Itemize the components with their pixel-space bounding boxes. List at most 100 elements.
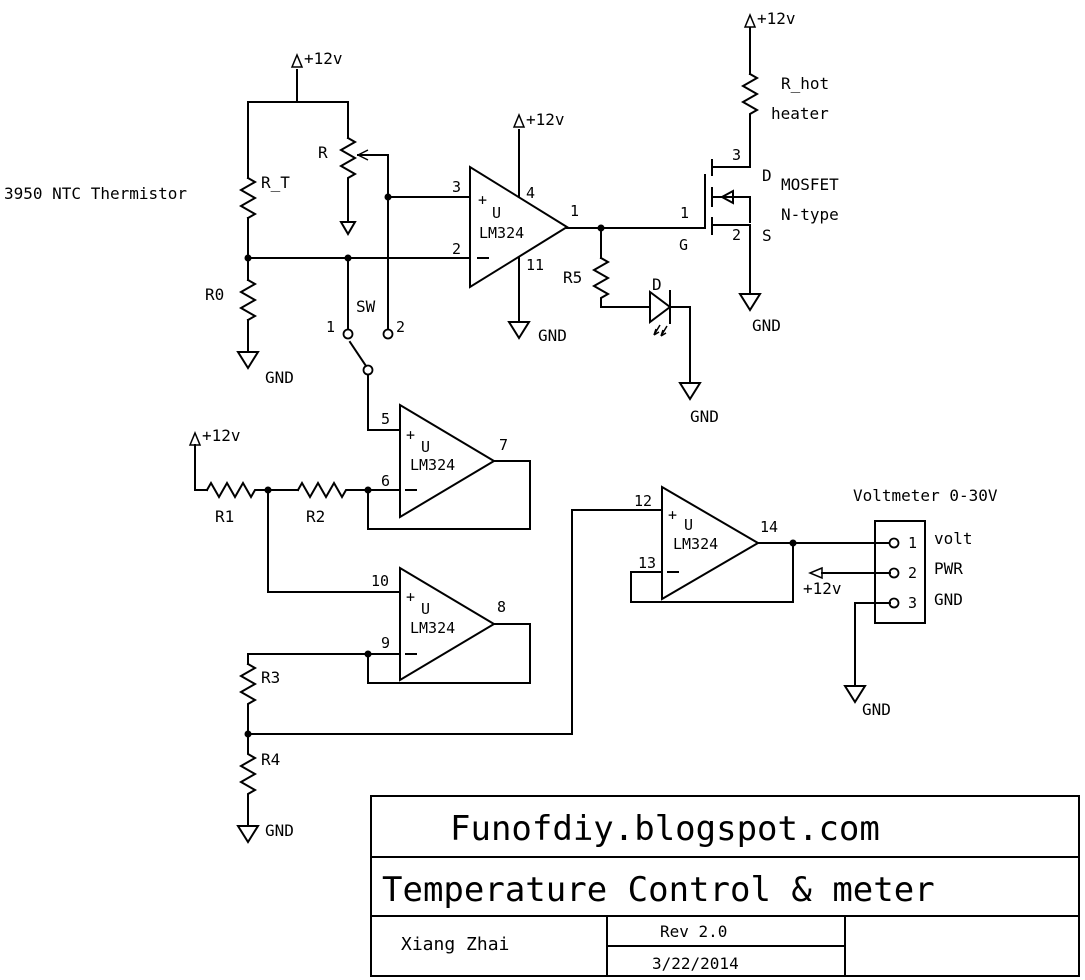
ntype-label: N-type bbox=[781, 205, 839, 224]
drawing-title: Temperature Control & meter bbox=[382, 870, 935, 910]
svg-text:LM324: LM324 bbox=[410, 456, 455, 474]
svg-text:1: 1 bbox=[570, 202, 579, 220]
switch-common bbox=[362, 364, 374, 376]
resistor-r2 bbox=[296, 480, 369, 500]
r4-label: R4 bbox=[261, 750, 280, 769]
r1-label: R1 bbox=[215, 507, 234, 526]
supply-heater: +12v bbox=[743, 9, 796, 75]
r5-label: R5 bbox=[563, 268, 582, 287]
ground-r4 bbox=[236, 825, 260, 844]
svg-text:3: 3 bbox=[908, 594, 917, 612]
svg-text:10: 10 bbox=[371, 572, 389, 590]
svg-text:9: 9 bbox=[381, 634, 390, 652]
svg-text:+: + bbox=[406, 426, 415, 444]
svg-text:LM324: LM324 bbox=[673, 535, 718, 553]
r3-label: R3 bbox=[261, 668, 280, 687]
svg-text:2: 2 bbox=[908, 564, 917, 582]
supply-label: +12v bbox=[757, 9, 796, 28]
potentiometer-r bbox=[338, 136, 358, 223]
supply-r1: +12v bbox=[188, 426, 241, 446]
svg-text:11: 11 bbox=[526, 256, 544, 274]
voltmeter-connector: 1 2 3 volt PWR GND bbox=[874, 520, 973, 624]
svg-text:U: U bbox=[684, 516, 693, 534]
svg-text:LM324: LM324 bbox=[479, 224, 524, 242]
ground-label: GND bbox=[862, 700, 891, 719]
opamp-buffer-c: + U LM324 12 13 14 bbox=[634, 485, 778, 601]
svg-text:1: 1 bbox=[908, 534, 917, 552]
rt-label: R_T bbox=[261, 173, 290, 192]
gate-label: G bbox=[679, 236, 688, 254]
svg-text:3: 3 bbox=[452, 178, 461, 196]
svg-text:GND: GND bbox=[934, 590, 963, 609]
supply-label: +12v bbox=[526, 110, 565, 129]
ground-mosfet bbox=[738, 293, 762, 312]
sw-label: SW bbox=[356, 297, 376, 316]
opamp-buffer-a: + U LM324 5 6 7 bbox=[381, 403, 508, 519]
ground-label: GND bbox=[752, 316, 781, 335]
r0-label: R0 bbox=[205, 285, 224, 304]
svg-text:volt: volt bbox=[934, 529, 973, 548]
switch-lever bbox=[348, 340, 368, 368]
site-name: Funofdiy.blogspot.com bbox=[450, 809, 880, 849]
supply-label: +12v bbox=[202, 426, 241, 445]
thermistor-rt bbox=[238, 176, 258, 220]
supply-label: +12v bbox=[304, 49, 343, 68]
led-label: D bbox=[652, 275, 662, 294]
title-block: Funofdiy.blogspot.com Temperature Contro… bbox=[370, 795, 1080, 977]
svg-text:7: 7 bbox=[499, 436, 508, 454]
svg-text:13: 13 bbox=[638, 554, 656, 572]
ground-label: GND bbox=[690, 407, 719, 426]
mosfet-label: MOSFET bbox=[781, 175, 839, 194]
drain-pin: 3 bbox=[732, 146, 741, 164]
ground-r0 bbox=[236, 351, 260, 370]
svg-text:2: 2 bbox=[452, 240, 461, 258]
resistor-r5 bbox=[591, 256, 649, 308]
ground-comparator bbox=[507, 321, 531, 340]
svg-text:14: 14 bbox=[760, 518, 778, 536]
rhot-label: R_hot bbox=[781, 74, 829, 93]
ground-voltmeter bbox=[843, 685, 867, 704]
date: 3/22/2014 bbox=[652, 954, 739, 973]
svg-text:5: 5 bbox=[381, 410, 390, 428]
svg-text:6: 6 bbox=[381, 472, 390, 490]
opamp-buffer-b: + U LM324 10 9 8 bbox=[371, 566, 506, 682]
svg-text:PWR: PWR bbox=[934, 559, 963, 578]
supply-opamp: +12v bbox=[512, 110, 565, 198]
resistor-r3 bbox=[238, 662, 258, 735]
svg-text:U: U bbox=[421, 438, 430, 456]
svg-text:+: + bbox=[406, 588, 415, 606]
supply-label: +12v bbox=[803, 579, 842, 598]
svg-text:8: 8 bbox=[497, 598, 506, 616]
svg-text:+: + bbox=[668, 506, 677, 524]
svg-text:U: U bbox=[421, 600, 430, 618]
resistor-r0 bbox=[238, 278, 258, 322]
resistor-r4 bbox=[238, 733, 258, 827]
opamp-comparator: + U LM324 3 2 4 11 1 bbox=[452, 165, 579, 289]
voltmeter-label: Voltmeter 0-30V bbox=[853, 486, 998, 505]
svg-text:LM324: LM324 bbox=[410, 619, 455, 637]
thermistor-label: 3950 NTC Thermistor bbox=[4, 184, 187, 203]
led-d bbox=[649, 290, 672, 337]
resistor-rhot bbox=[711, 72, 760, 168]
ground-label: GND bbox=[265, 368, 294, 387]
mosfet-ntype bbox=[704, 159, 751, 235]
svg-text:U: U bbox=[492, 204, 501, 222]
supply-rt: +12v bbox=[290, 49, 343, 103]
svg-text:12: 12 bbox=[634, 492, 652, 510]
ground-led bbox=[678, 382, 702, 401]
source-label: S bbox=[762, 226, 772, 245]
source-pin: 2 bbox=[732, 226, 741, 244]
heater-label: heater bbox=[771, 104, 829, 123]
drain-label: D bbox=[762, 166, 772, 185]
svg-text:4: 4 bbox=[526, 184, 535, 202]
ground-label: GND bbox=[265, 821, 294, 840]
resistor-r1 bbox=[205, 480, 299, 500]
sw-pin2: 2 bbox=[396, 318, 405, 336]
author: Xiang Zhai bbox=[401, 934, 509, 955]
r-label: R bbox=[318, 143, 328, 162]
svg-text:+: + bbox=[478, 191, 487, 209]
sw-pin1: 1 bbox=[326, 318, 335, 336]
r2-label: R2 bbox=[306, 507, 325, 526]
ground-label: GND bbox=[538, 326, 567, 345]
